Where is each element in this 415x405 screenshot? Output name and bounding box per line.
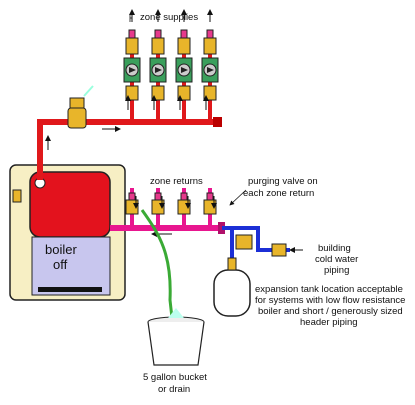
purging-valve-label-2: each zone return [243,188,314,199]
cold-water-label-2: cold water [315,254,358,265]
zone-supplies-label: zone supplies [140,12,198,23]
bucket-label-1: 5 gallon bucket [143,372,207,383]
supply-zone-2 [149,9,167,122]
supply-zones [123,9,219,122]
zone-returns-label: zone returns [150,176,203,187]
return-zone-2 [151,188,165,228]
return-zone-3 [177,188,191,228]
purge-hose [140,209,174,319]
return-zone-4 [203,188,217,228]
expansion-note-3: boiler and short / generously sized [258,306,403,317]
boiler-status: off [53,257,68,272]
cold-water-piping [222,226,303,258]
return-piping [110,222,225,237]
boiler-label: boiler [45,242,77,257]
air-vent [67,85,94,129]
bucket [147,308,205,366]
supply-zone-3 [175,9,193,122]
expansion-note-1: expansion tank location acceptable [255,284,403,295]
expansion-note-4: header piping [300,317,358,328]
return-zones [125,188,217,228]
expansion-tank [213,257,251,317]
return-zone-1 [125,188,139,228]
cold-water-label-1: building [318,243,351,254]
expansion-note-2: for systems with low flow resistance [255,295,405,306]
bucket-label-2: or drain [158,384,190,395]
purging-valve-label-1: purging valve on [248,176,318,187]
supply-zone-4 [201,9,219,122]
boiler: boiler off [9,164,126,301]
cold-water-label-3: piping [324,265,349,276]
supply-zone-1 [123,9,141,122]
